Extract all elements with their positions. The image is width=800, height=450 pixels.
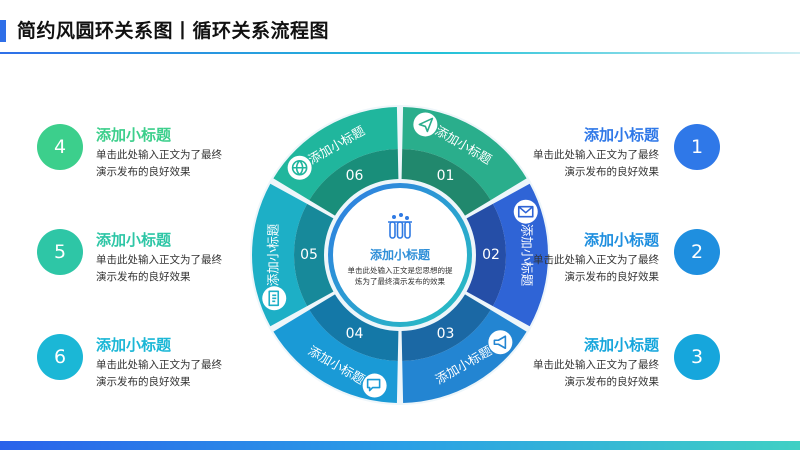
paper-plane-icon [418, 117, 434, 133]
segment-inner-02 [466, 203, 506, 307]
segment-number: 04 [346, 326, 364, 342]
item-6: 6 添加小标题 单击此处输入正文为了最终演示发布的良好效果 [37, 334, 317, 404]
title-accent-bar [0, 20, 6, 42]
item-number-badge: 6 [37, 334, 83, 380]
globe-icon [291, 159, 308, 176]
test-tubes-icon [388, 213, 412, 239]
segment-number: 02 [482, 247, 500, 263]
item-desc: 单击此处输入正文为了最终演示发布的良好效果 [533, 359, 659, 388]
item-title: 添加小标题 [583, 231, 659, 249]
item-4: 4 添加小标题 单击此处输入正文为了最终演示发布的良好效果 [37, 124, 317, 194]
item-title: 添加小标题 [96, 126, 172, 144]
item-5: 5 添加小标题 单击此处输入正文为了最终演示发布的良好效果 [37, 229, 317, 299]
segment-number: 06 [346, 168, 364, 184]
segment-inner-03 [401, 294, 491, 361]
item-title: 添加小标题 [96, 336, 172, 354]
segment-icon-bg [362, 373, 387, 398]
segment-inner-06 [309, 149, 399, 216]
segment-label: 添加小标题 [520, 224, 535, 287]
item-title: 添加小标题 [583, 336, 659, 354]
segment-label: 添加小标题 [266, 223, 281, 286]
chat-icon [366, 378, 381, 392]
segment-number: 03 [437, 326, 455, 342]
item-desc: 单击此处输入正文为了最终演示发布的良好效果 [96, 359, 222, 388]
item-number-badge: 3 [674, 334, 720, 380]
item-3: 3 添加小标题 单击此处输入正文为了最终演示发布的良好效果 [440, 334, 720, 404]
item-1: 1 添加小标题 单击此处输入正文为了最终演示发布的良好效果 [440, 124, 720, 194]
header-divider [0, 52, 800, 54]
center-text: 添加小标题 单击此处输入正文是您思想的提 炼为了最终演示发布的效果 [340, 246, 460, 287]
item-2: 2 添加小标题 单击此处输入正文为了最终演示发布的良好效果 [440, 229, 720, 299]
item-number-badge: 2 [674, 229, 720, 275]
footer-bar [0, 441, 800, 450]
item-title: 添加小标题 [583, 126, 659, 144]
item-desc: 单击此处输入正文为了最终演示发布的良好效果 [96, 254, 222, 283]
item-title: 添加小标题 [96, 231, 172, 249]
center-desc-line1: 单击此处输入正文是您思想的提 [347, 266, 453, 275]
item-number-badge: 1 [674, 124, 720, 170]
segment-icon-bg [488, 330, 513, 355]
center-desc: 单击此处输入正文是您思想的提 炼为了最终演示发布的效果 [340, 265, 460, 287]
segment-icon-bg [413, 112, 438, 137]
segment-inner-01 [401, 149, 491, 216]
center-title: 添加小标题 [369, 248, 430, 262]
page-title: 简约风圆环关系图丨循环关系流程图 [17, 20, 330, 42]
header: 简约风圆环关系图丨循环关系流程图 [0, 0, 800, 54]
item-desc: 单击此处输入正文为了最终演示发布的良好效果 [96, 149, 222, 178]
center-disc [333, 188, 467, 322]
center-desc-line2: 炼为了最终演示发布的效果 [355, 277, 445, 286]
segment-number: 05 [300, 247, 318, 263]
segment-inner-04 [309, 294, 399, 361]
mail-icon [517, 205, 534, 218]
item-number-badge: 5 [37, 229, 83, 275]
edit-document-icon [268, 290, 280, 307]
segment-inner-05 [293, 203, 334, 307]
item-desc: 单击此处输入正文为了最终演示发布的良好效果 [533, 149, 659, 178]
megaphone-icon [493, 335, 507, 350]
segment-number: 01 [437, 168, 455, 184]
item-desc: 单击此处输入正文为了最终演示发布的良好效果 [533, 254, 659, 283]
item-number-badge: 4 [37, 124, 83, 170]
